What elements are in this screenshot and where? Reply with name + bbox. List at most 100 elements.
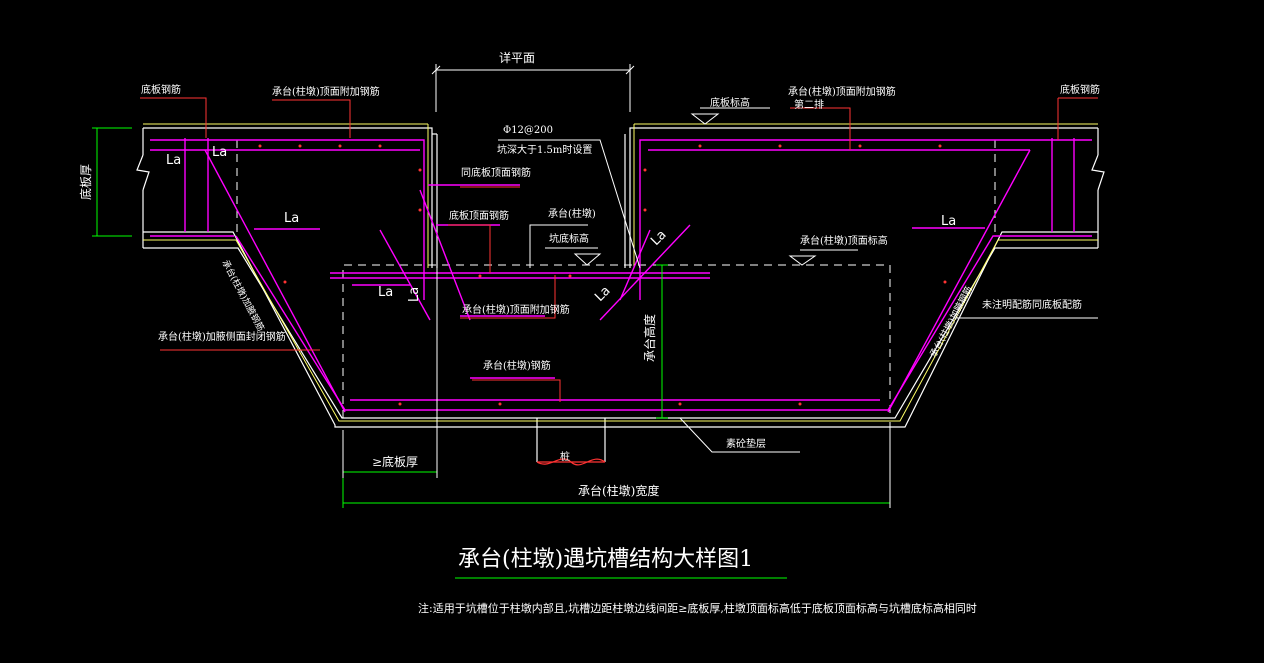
leader-cushion	[679, 417, 800, 453]
rebar-dot	[498, 402, 502, 406]
rebar-dot	[378, 144, 382, 148]
cap-top-elev-symbol	[788, 255, 817, 266]
concrete-outline	[136, 127, 1105, 466]
rebar-dot	[418, 208, 422, 212]
rebar-lines	[150, 138, 1092, 413]
cap-width-dimension	[342, 422, 891, 508]
cushion-label: 素砼垫层	[726, 437, 766, 450]
cap-width-label: 承台(柱墩)宽度	[578, 483, 659, 498]
la-label: La	[941, 214, 956, 229]
rebar-dot	[258, 144, 262, 148]
bottom-rebar-sloped	[235, 235, 1092, 411]
leader-top-extra-left	[272, 99, 351, 138]
cap-dashed-outline	[236, 140, 996, 418]
inner-bottom-edge	[143, 247, 1098, 419]
rebar-dot	[643, 168, 647, 172]
cap-side-rebar-label: 承台(柱墩)加腋侧面封闭钢筋	[158, 330, 286, 343]
bottom-rebar-right-label: 底板钢筋	[1060, 83, 1100, 96]
see-plan-dimension	[431, 64, 635, 112]
cap-top-extra-mid-label: 承台(柱墩)顶面附加钢筋	[462, 303, 570, 316]
leader-slab-top	[448, 224, 491, 273]
cap-height-label: 承台高度	[642, 314, 657, 362]
rebar-dot	[938, 144, 942, 148]
second-row-label: 第二排	[794, 98, 824, 111]
rebar-dot	[283, 280, 287, 284]
rebar-dot	[398, 402, 402, 406]
right-top-rebar	[639, 139, 1092, 300]
rebar-dot	[943, 280, 947, 284]
pile-label: 桩	[560, 450, 570, 463]
slab-bottom-elev-label: 底板标高	[710, 96, 750, 109]
ge-slab-thickness-label: ≥底板厚	[372, 454, 418, 469]
right-haunch-rebar	[887, 149, 1031, 413]
left-top-rebar	[150, 139, 425, 300]
ge-slab-dimension	[342, 268, 438, 478]
pit-bottom-elev-label: 坑底标高	[549, 232, 589, 245]
left-haunch-text: 承台(柱墩)加腋钢筋	[219, 258, 267, 333]
text-labels: 详平面 底板钢筋 承台(柱墩)顶面附加钢筋 承台(柱墩)顶面附加钢筋 第二排 底…	[78, 50, 1100, 615]
cushion-bottom	[143, 239, 1098, 422]
left-diag-2	[419, 189, 471, 321]
la-label: La	[407, 287, 422, 302]
la-label: La	[166, 153, 181, 168]
la-label: La	[378, 285, 393, 300]
dimensions	[92, 64, 891, 508]
rebar-dot	[698, 144, 702, 148]
drawing-note: 注:适用于坑槽位于柱墩内部且,坑槽边距柱墩边线间距≥底板厚,柱墩顶面标高低于底板…	[418, 601, 977, 615]
right-slab-top-edge	[629, 127, 1098, 268]
white-leaders	[498, 107, 1098, 453]
left-diag-1	[379, 229, 431, 321]
slab-thickness-label: 底板厚	[78, 164, 93, 200]
rebar-dot	[678, 402, 682, 406]
see-plan-tick-right	[625, 65, 635, 75]
leader-lines	[140, 97, 1098, 402]
rebar-dot	[778, 144, 782, 148]
la-label: La	[648, 227, 669, 248]
right-break-symbol	[1091, 154, 1105, 191]
not-noted-label: 未注明配筋同底板配筋	[982, 298, 1082, 311]
leader-cap-pier	[529, 224, 588, 268]
see-plan-label: 详平面	[499, 50, 535, 65]
cap-height-dimension	[656, 264, 668, 419]
rebar-dot	[338, 144, 342, 148]
slab-top-rebar-label: 底板顶面钢筋	[449, 209, 509, 222]
la-label: La	[592, 283, 613, 304]
cap-top-elev-label: 承台(柱墩)顶面标高	[800, 234, 888, 247]
phi12-label: Φ12@200	[503, 125, 553, 136]
rebar-dots	[258, 144, 947, 406]
leader-top-extra-right	[790, 107, 851, 150]
drawing-title: 承台(柱墩)遇坑槽结构大样图1	[458, 547, 753, 572]
pit-bottom-elev-symbol	[573, 253, 602, 266]
outer-bottom-edge	[143, 231, 1098, 428]
bottom-rebar-left-label: 底板钢筋	[141, 83, 181, 96]
leader-cap-rebar	[472, 379, 561, 402]
left-break-symbol	[136, 154, 150, 191]
rebar-dot	[298, 144, 302, 148]
see-plan-tick-left	[431, 65, 441, 75]
right-diag-1	[599, 224, 691, 321]
pit-depth-note-label: 坑深大于1.5m时设置	[497, 143, 592, 156]
cap-dashed-rect	[342, 264, 891, 418]
leader-bottom-rebar-left	[140, 97, 207, 138]
rebar-dot	[568, 274, 572, 278]
rebar-dot	[798, 402, 802, 406]
la-label: La	[212, 145, 227, 160]
cap-top-extra-right-label: 承台(柱墩)顶面附加钢筋	[788, 85, 896, 98]
slab-thickness-dimension	[92, 127, 132, 237]
la-label: La	[284, 211, 299, 226]
leader-cap-top-extra	[460, 275, 556, 319]
slab-bottom-elev-symbol	[690, 113, 720, 125]
cap-rebar-label: 承台(柱墩)钢筋	[483, 359, 551, 372]
cap-top-extra-left-label: 承台(柱墩)顶面附加钢筋	[272, 85, 380, 98]
rebar-dot	[643, 208, 647, 212]
cap-pier-label: 承台(柱墩)	[548, 207, 596, 220]
same-slab-top-rebar-label: 同底板顶面钢筋	[461, 166, 531, 179]
leader-phi12	[498, 139, 641, 269]
cushion-layer	[143, 123, 1098, 422]
right-diag-2	[619, 229, 651, 301]
rebar-dot	[858, 144, 862, 148]
rebar-dot	[418, 168, 422, 172]
left-haunch-rebar	[204, 149, 346, 413]
rebar-dot	[478, 274, 482, 278]
